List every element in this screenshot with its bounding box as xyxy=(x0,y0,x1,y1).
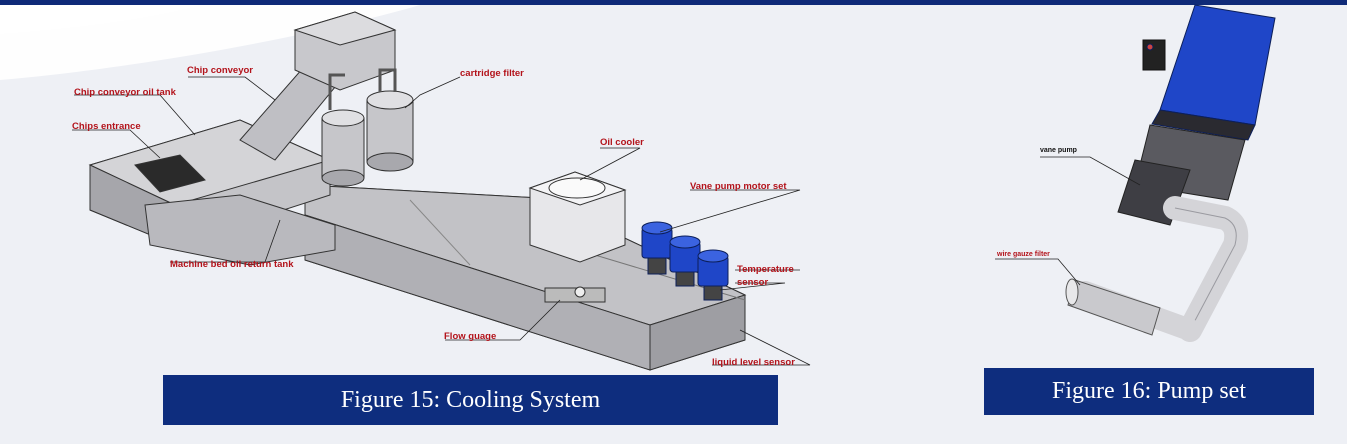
label-cartridge-filter: cartridge filter xyxy=(460,68,524,79)
label-chip-conveyor: Chip conveyor xyxy=(187,65,253,76)
figure16-caption: Figure 16: Pump set xyxy=(984,368,1314,415)
chip-conveyor xyxy=(239,11,397,161)
pump-motor xyxy=(1142,4,1276,141)
label-flow-guage: Flow guage xyxy=(444,331,497,342)
label-temperature: Temperature xyxy=(737,264,794,275)
top-accent-bar xyxy=(0,0,1347,5)
label-liquid-level-sensor: liquid level sensor xyxy=(712,357,795,368)
main-oil-tank xyxy=(304,184,747,371)
label-machine-bed-oil-return-tank: Machine bed oil return tank xyxy=(170,259,294,270)
label-vane-pump-motor-set: Vane pump motor set xyxy=(690,181,787,192)
label-sensor: sensor xyxy=(737,277,769,288)
label-wire-gauze-filter: wire gauze filter xyxy=(997,251,1050,258)
label-oil-cooler: Oil cooler xyxy=(600,137,644,148)
oil-cooler xyxy=(528,171,627,263)
label-chips-entrance: Chips entrance xyxy=(72,121,141,132)
wire-gauze-filter xyxy=(1065,278,1161,336)
vane-pump-motor-set xyxy=(641,221,729,301)
flow-gauge xyxy=(544,286,606,303)
label-chip-conveyor-oil-tank: Chip conveyor oil tank xyxy=(74,87,176,98)
pump-leader-lines xyxy=(995,156,1141,286)
leader-lines xyxy=(72,76,811,366)
label-vane-pump: vane pump xyxy=(1040,147,1077,154)
cartridge-filters xyxy=(321,68,414,187)
figure15-caption: Figure 15: Cooling System xyxy=(163,375,778,425)
